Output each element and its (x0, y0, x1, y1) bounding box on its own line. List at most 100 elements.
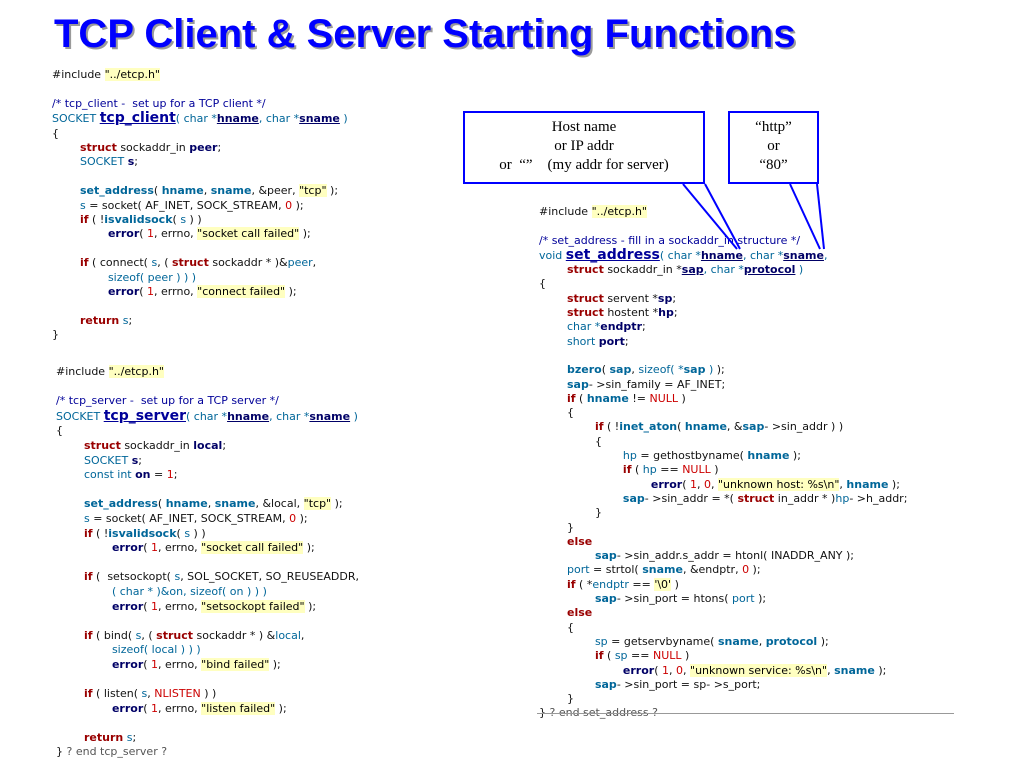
code-token: s (126, 730, 133, 744)
code-token: = socket( AF_INET, SOCK_STREAM, (89, 511, 290, 525)
code-token: if (83, 687, 93, 701)
code-token: ); (285, 285, 297, 299)
code-token: sap (622, 491, 645, 505)
code-line: else (539, 606, 907, 620)
code-token: 0 (703, 477, 711, 491)
code-token: ) (705, 363, 714, 377)
code-line: hp = gethostbyname( hname ); (539, 449, 907, 463)
code-token: , ( (141, 628, 157, 642)
code-line: error( 1, errno, "bind failed" ); (56, 657, 359, 673)
code-token: struct (737, 491, 775, 505)
code-token: "socket call failed" (197, 227, 300, 241)
code-token: } (539, 706, 546, 719)
code-token: ); (749, 563, 761, 577)
code-token: sockaddr_in (116, 141, 190, 155)
code-token: sockaddr * ) & (192, 628, 276, 642)
code-token: "../etcp.h" (104, 68, 160, 81)
set-address-code: #include "../etcp.h" /* set_address - fi… (539, 205, 907, 721)
code-token: sname (309, 409, 351, 423)
code-token: , errno, (158, 657, 202, 671)
code-token: ( char * (185, 409, 228, 423)
code-token: - >sin_addr = *( (644, 491, 738, 505)
code-token: , (631, 363, 639, 377)
code-line: const int on = 1; (56, 468, 359, 483)
code-token: port (566, 563, 590, 577)
code-token: != (628, 391, 650, 405)
code-token: } (539, 692, 574, 706)
code-token: { (539, 620, 574, 634)
code-token: sockaddr * )& (208, 256, 288, 270)
code-line: struct sockaddr_in *sap, char *protocol … (539, 263, 907, 277)
code-token: ) (678, 391, 686, 405)
code-line: SOCKET s; (56, 454, 359, 469)
code-token: , (823, 248, 828, 262)
code-token: sname (717, 634, 759, 648)
code-token: = strtol( (589, 563, 643, 577)
code-token: set_address (565, 246, 660, 263)
code-token: ( (575, 391, 587, 405)
code-line: if ( !isvalidsock( s ) ) (56, 527, 359, 542)
code-token: 1 (151, 599, 159, 613)
code-token: ( (172, 213, 181, 227)
code-token: servent * (603, 291, 658, 305)
code-token: == (628, 577, 655, 591)
code-line: set_address( hname, sname, &peer, "tcp" … (52, 184, 348, 198)
code-token: s (180, 213, 187, 227)
code-token: hostent * (603, 306, 659, 320)
code-token: "unknown service: %s\n" (690, 663, 828, 677)
code-token: ( (176, 526, 185, 540)
code-token: ) (350, 409, 358, 423)
code-token: SOCKET (83, 453, 132, 467)
code-token: error (111, 657, 144, 671)
code-token: } (539, 506, 602, 520)
code-line: struct sockaddr_in peer; (52, 141, 348, 155)
code-token: } (52, 328, 59, 342)
code-token: hname (586, 391, 629, 405)
code-token: } (56, 745, 63, 759)
code-token: hp (658, 306, 674, 320)
code-token: ( char * (659, 248, 701, 262)
callout-http-line-2: or (767, 138, 780, 154)
code-token: #include (52, 68, 105, 81)
code-token: sizeof( peer ) ) ) (107, 270, 197, 284)
code-line: sizeof( peer ) ) ) (52, 271, 348, 285)
code-token: sname (210, 184, 252, 198)
code-token: if (594, 420, 604, 434)
code-token: s (131, 453, 139, 467)
code-token: 1 (147, 285, 155, 299)
code-line: error( 1, errno, "listen failed" ); (56, 701, 359, 717)
code-token: s (174, 570, 181, 584)
code-token: s (127, 155, 135, 169)
code-line: sap- >sin_family = AF_INET; (539, 378, 907, 392)
code-token: error (107, 285, 140, 299)
code-token: bzero (566, 363, 602, 377)
code-token: struct (156, 628, 193, 642)
code-token: ( (682, 477, 690, 491)
code-token: , SOL_SOCKET, SO_REUSEADDR, (180, 570, 359, 584)
code-token: ); (817, 634, 829, 648)
code-token: ) (795, 263, 804, 277)
code-token: 0 (676, 663, 684, 677)
code-token: if (83, 570, 93, 584)
code-token: /* tcp_client - set up for a TCP client … (52, 96, 266, 110)
code-line: if ( setsockopt( s, SOL_SOCKET, SO_REUSE… (56, 570, 359, 585)
host-callout-pointer (682, 183, 738, 250)
code-token: hname (700, 248, 743, 262)
code-token: s (79, 198, 86, 212)
code-token: = socket( AF_INET, SOCK_STREAM, (85, 198, 286, 212)
code-token: on (135, 468, 151, 482)
code-token: = gethostbyname( (636, 449, 748, 463)
http-callout-pointer-edge (816, 183, 825, 250)
code-token: , (669, 663, 677, 677)
code-token: peer (287, 256, 313, 270)
code-line: error( 1, 0, "unknown service: %s\n", sn… (539, 663, 907, 678)
code-token: hp (622, 449, 637, 463)
code-token: hname (747, 449, 790, 463)
code-token: , (758, 634, 766, 648)
code-token: ); (269, 657, 281, 671)
code-token: 0 (289, 511, 297, 525)
code-token: sockaddr_in * (603, 263, 682, 277)
code-token: protocol (743, 263, 796, 277)
code-token: struct (566, 263, 604, 277)
code-token: /* set_address - fill in a sockaddr_in s… (539, 233, 801, 247)
